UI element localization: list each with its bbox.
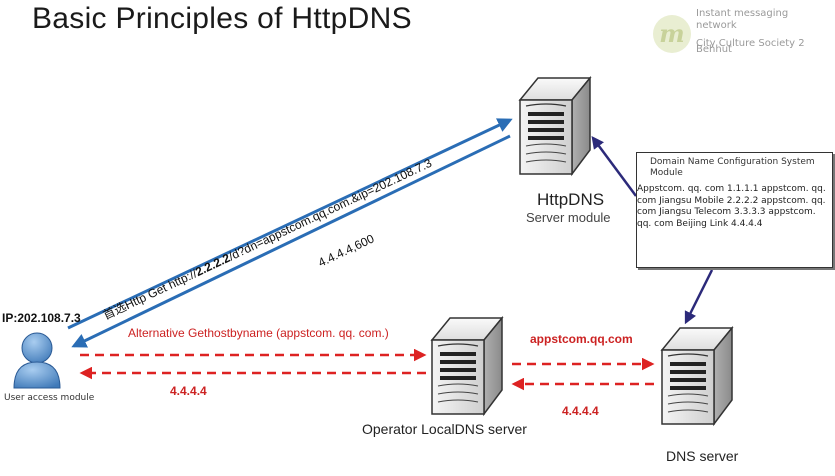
httpdns-server-icon — [519, 77, 591, 175]
httpdns-name: HttpDNS — [537, 190, 605, 209]
svg-text:m: m — [659, 19, 684, 48]
localdns-name: Operator LocalDNS server — [362, 421, 527, 437]
config-to-dns-arrow — [684, 269, 714, 325]
user-icon — [13, 332, 61, 389]
watermark-line-3: City Culture Society 2 — [696, 38, 805, 49]
localdns-server-icon — [431, 317, 503, 415]
dns-server-icon — [661, 327, 733, 425]
user-ip: IP:202.108.7.3 — [2, 311, 81, 325]
dns-response-label: 4.4.4.4 — [562, 404, 599, 418]
config-box-title: Domain Name Configuration System Module — [650, 157, 815, 178]
diagram-title: Basic Principles of HttpDNS — [32, 2, 412, 35]
config-box — [636, 152, 833, 268]
http-request-arrow — [67, 118, 513, 330]
watermark-line-1: Instant messaging — [696, 8, 789, 19]
dns-request-label: appstcom.qq.com — [530, 332, 633, 346]
config-to-httpdns-arrow — [591, 135, 638, 197]
gethost-response-label: 4.4.4.4 — [170, 384, 207, 398]
config-box-body: Appstcom. qq. com 1.1.1.1 appstcom. qq. … — [637, 184, 826, 229]
watermark-line-2: network — [696, 20, 737, 31]
watermark-logo-icon: m — [653, 15, 691, 53]
httpdns-subtitle: Server module — [526, 210, 611, 225]
dns-name: DNS server — [666, 448, 739, 464]
watermark-line-4: Behhut — [696, 44, 732, 55]
gethost-request-label: Alternative Gethostbyname (appstcom. qq.… — [128, 326, 389, 340]
user-name: User access module — [4, 393, 95, 403]
http-response-arrow — [71, 134, 511, 348]
